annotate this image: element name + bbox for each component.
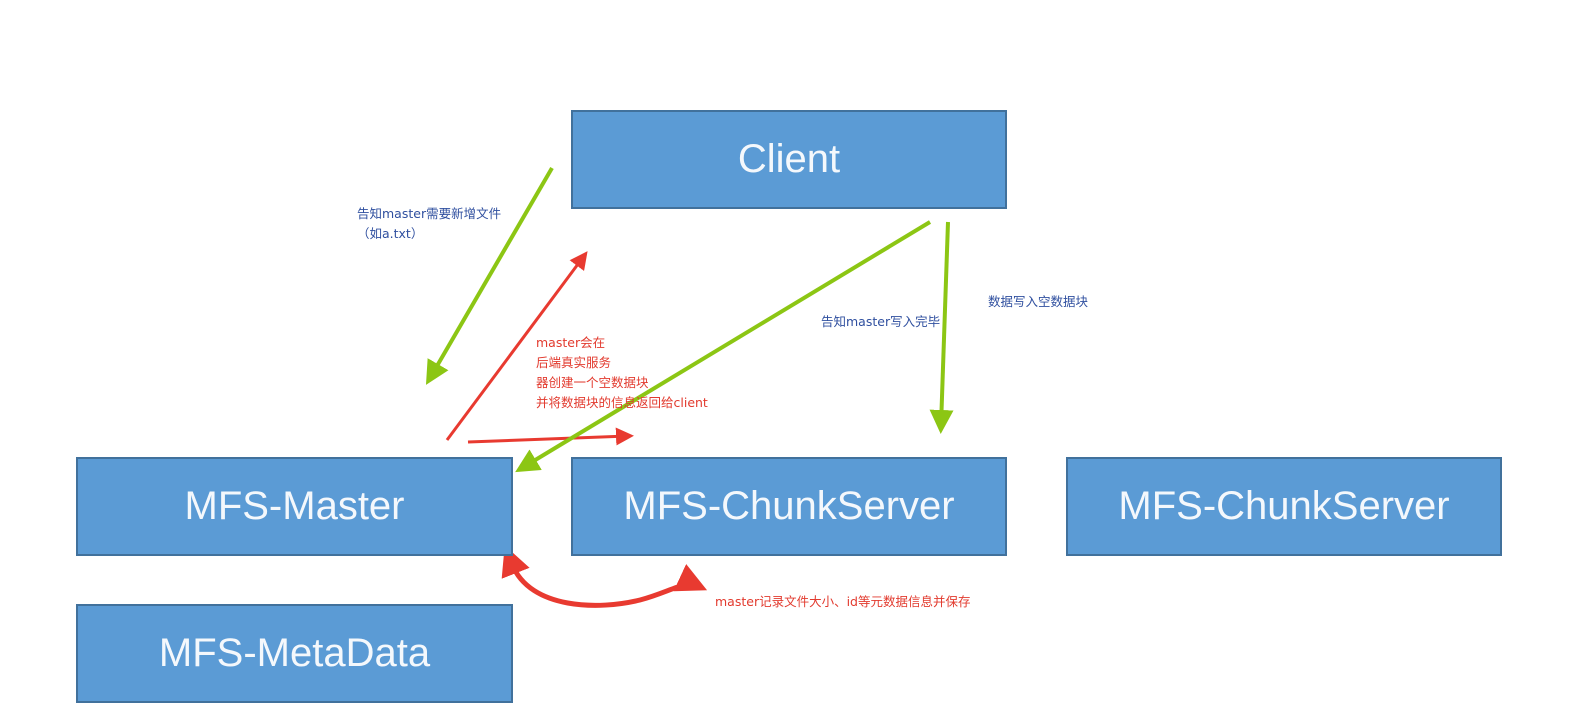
note-tell-master-write-done: 告知master写入完毕 [821, 314, 941, 329]
note-line: 器创建一个空数据块 [536, 375, 649, 390]
note-line: （如a.txt） [357, 226, 424, 241]
node-client-label: Client [737, 137, 841, 181]
arrow-master-to-chunkserver [467, 427, 634, 446]
node-master-label: MFS-Master [184, 484, 405, 528]
arrow-client-to-chunkserver [929, 221, 954, 434]
note-line: 并将数据块的信息返回给client [536, 395, 708, 410]
note-line: 后端真实服务 [536, 355, 612, 370]
note-line: 告知master需要新增文件 [357, 206, 502, 221]
note-master-create-block: master会在 后端真实服务 器创建一个空数据块 并将数据块的信息返回给cli… [536, 333, 708, 413]
note-master-record-metadata: master记录文件大小、id等元数据信息并保存 [715, 594, 971, 609]
node-chunkserver-1-label: MFS-ChunkServer [623, 484, 955, 528]
node-chunkserver-2-label: MFS-ChunkServer [1118, 484, 1450, 528]
arrow-master-to-client [445, 251, 588, 441]
arrow-client-to-master [425, 166, 554, 385]
node-mfs-chunkserver-2: MFS-ChunkServer [1066, 457, 1502, 556]
node-mfs-master: MFS-Master [76, 457, 513, 556]
node-metadata-label: MFS-MetaData [158, 631, 431, 675]
node-mfs-chunkserver-1: MFS-ChunkServer [571, 457, 1007, 556]
note-write-data-to-block: 数据写入空数据块 [988, 294, 1089, 309]
node-mfs-metadata: MFS-MetaData [76, 604, 513, 703]
node-client: Client [571, 110, 1007, 209]
note-tell-master-new-file: 告知master需要新增文件 （如a.txt） [357, 204, 501, 244]
arrow-client-to-master-done [515, 220, 932, 473]
note-line: master会在 [536, 335, 606, 350]
arrow-master-metadata-loop [501, 545, 708, 608]
